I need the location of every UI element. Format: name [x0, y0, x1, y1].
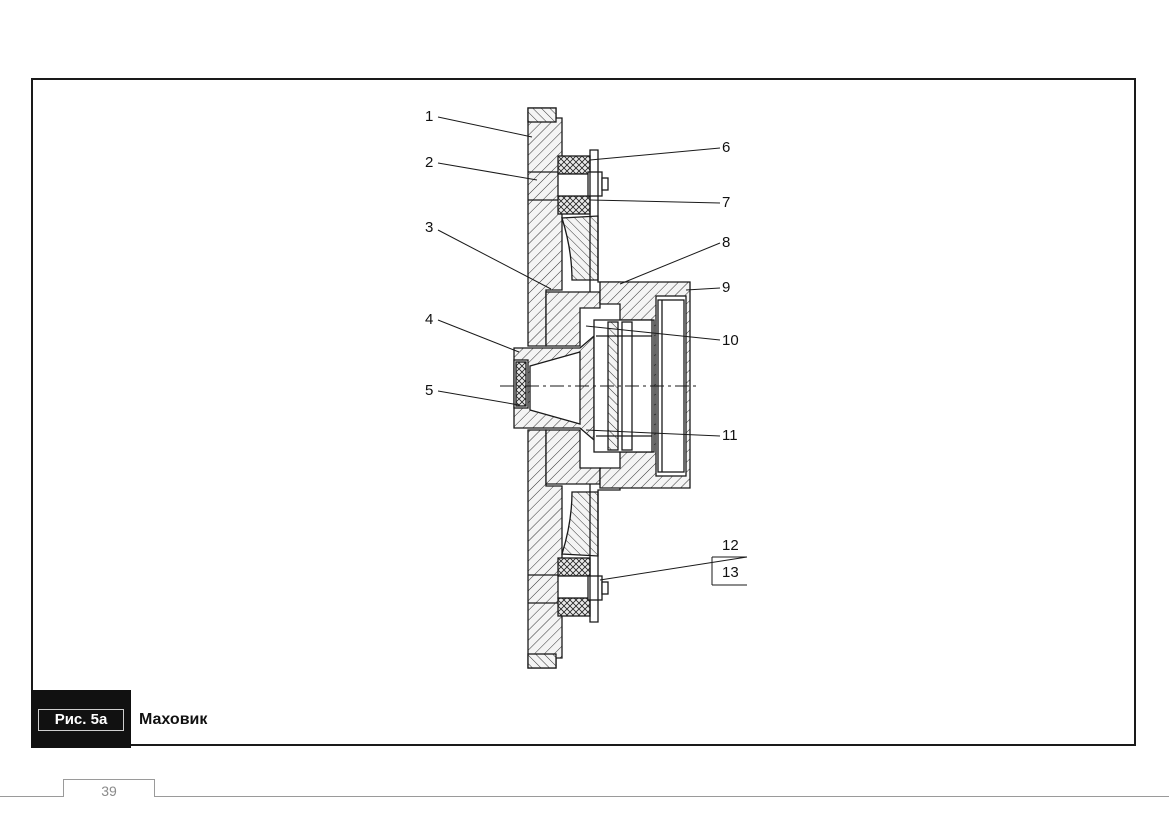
- coupling-web-upper: [561, 215, 599, 281]
- callout-12: 12: [722, 537, 739, 554]
- coupling-web-lower: [561, 491, 599, 557]
- callout-3: 3: [425, 219, 434, 236]
- callout-9: 9: [722, 279, 731, 296]
- callout-7: 7: [722, 194, 731, 211]
- callout-11: 11: [722, 427, 738, 444]
- callout-1: 1: [425, 108, 434, 125]
- callout-5: 5: [425, 382, 434, 399]
- page-number-tab: 39: [63, 779, 155, 799]
- callout-4: 4: [425, 311, 434, 328]
- callout-8: 8: [722, 234, 731, 251]
- figure-number: Рис. 5а: [38, 709, 124, 731]
- callout-10: 10: [722, 332, 739, 349]
- page-number: 39: [101, 783, 117, 799]
- figure-number-tag: Рис. 5а: [31, 690, 131, 748]
- footer-rule-left: [0, 796, 64, 797]
- figure-title: Маховик: [139, 711, 208, 728]
- callout-13: 13: [722, 564, 739, 581]
- callout-2: 2: [425, 154, 434, 171]
- footer-rule-right: [154, 796, 1169, 797]
- callout-6: 6: [722, 139, 731, 156]
